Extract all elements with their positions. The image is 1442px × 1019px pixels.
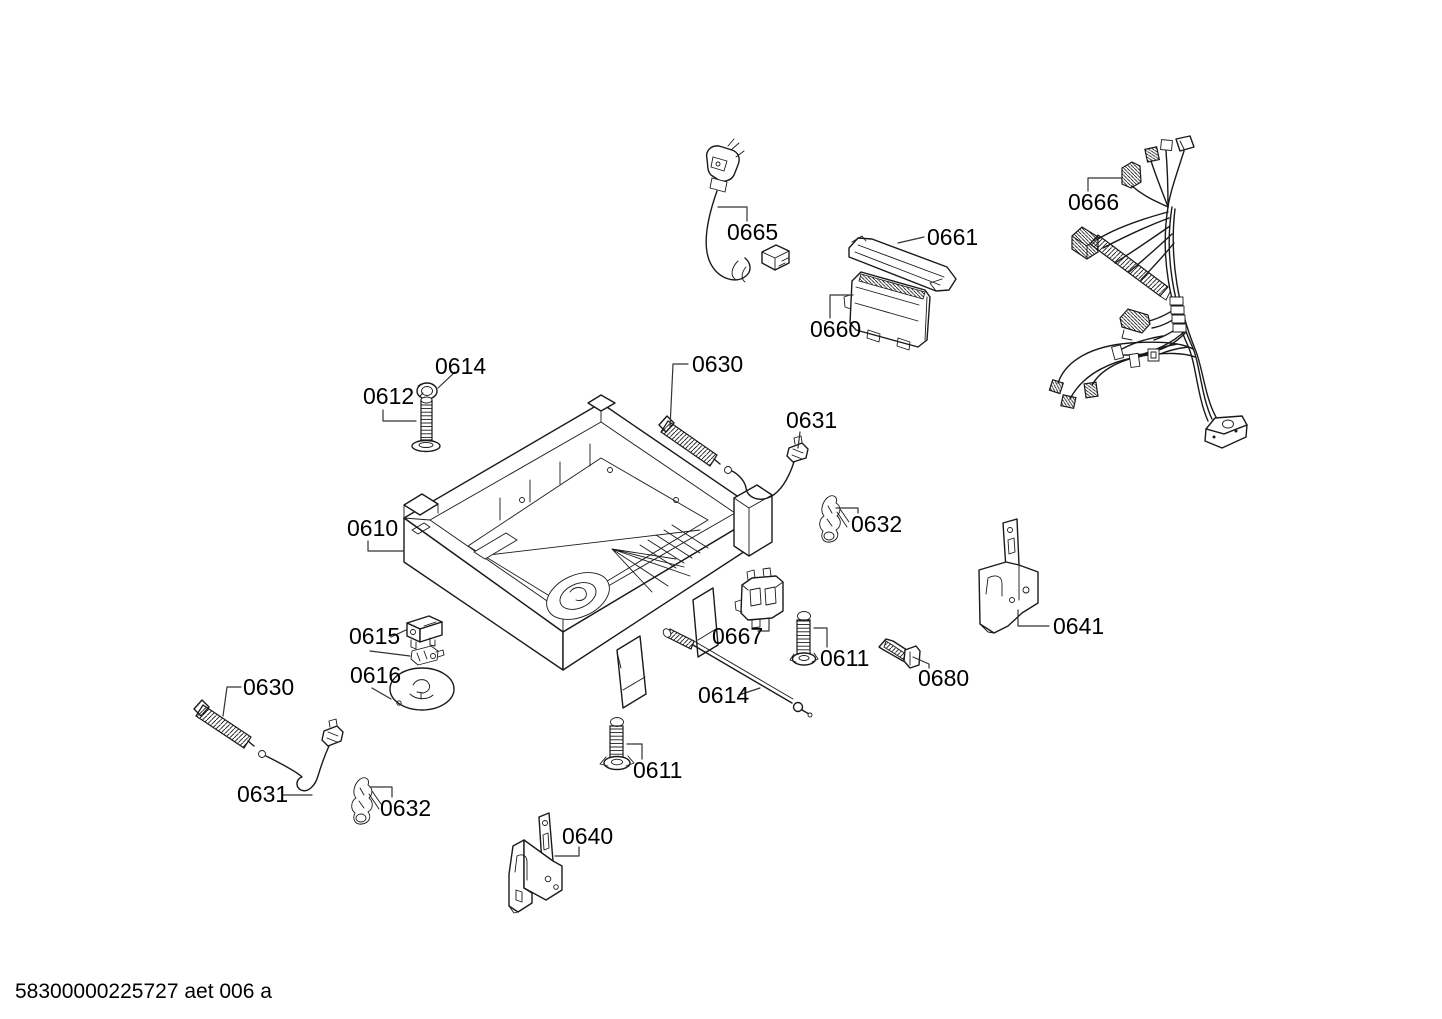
part-0611-screw-bottom (599, 717, 635, 771)
callout-0612: 0612 (363, 383, 414, 409)
part-0611-screw-right (789, 611, 819, 666)
part-0667-housing (734, 567, 784, 629)
part-0612-screw (411, 396, 441, 453)
callout-0667: 0667 (712, 623, 763, 649)
callout-0611-right: 0611 (820, 645, 869, 671)
callout-0614-rod: 0614 (698, 682, 749, 708)
callout-0665: 0665 (727, 219, 778, 245)
part-0610-base-frame (403, 394, 773, 709)
callout-0666: 0666 (1068, 189, 1119, 215)
callout-0640: 0640 (562, 823, 613, 849)
callout-0661: 0661 (927, 224, 978, 250)
part-0661-cover (848, 235, 957, 292)
callout-0632-bottom: 0632 (380, 795, 431, 821)
part-0631-cable-bottom (258, 718, 344, 792)
callout-0630-bottom: 0630 (243, 674, 294, 700)
callout-0610: 0610 (347, 515, 398, 541)
callout-0611-bottom: 0611 (633, 757, 682, 783)
callout-0630-top: 0630 (692, 351, 743, 377)
callout-0641: 0641 (1053, 613, 1104, 639)
part-0665-power-cord (705, 138, 790, 283)
part-0660-module (843, 271, 931, 351)
callout-0615: 0615 (349, 623, 400, 649)
callout-0631-top: 0631 (786, 407, 837, 433)
part-0632-clip-bottom (351, 777, 382, 825)
callout-0680: 0680 (918, 665, 969, 691)
part-0614-pull-rod (662, 628, 813, 718)
part-0631-cable-top (724, 435, 809, 500)
callout-0660: 0660 (810, 316, 861, 342)
document-code: 58300000225727 aet 006 a (15, 980, 272, 1003)
callout-labels: 0665 0661 0660 0666 0614 0612 0630 0631 … (237, 189, 1119, 849)
callout-0616: 0616 (350, 662, 401, 688)
callout-0632-right: 0632 (851, 511, 902, 537)
part-0632-clip-right (819, 495, 850, 543)
part-0616-disc (389, 667, 455, 711)
leader-lines (222, 177, 1123, 857)
part-0680-rail (878, 638, 921, 669)
part-0630-spring-bottom (193, 699, 255, 749)
part-0666-wiring-harness (1048, 135, 1248, 449)
part-0615-component (406, 615, 445, 666)
part-0641-bracket (978, 518, 1039, 634)
callout-0614-top: 0614 (435, 353, 486, 379)
part-0640-bracket (508, 812, 563, 914)
callout-0631-bottom: 0631 (237, 781, 288, 807)
